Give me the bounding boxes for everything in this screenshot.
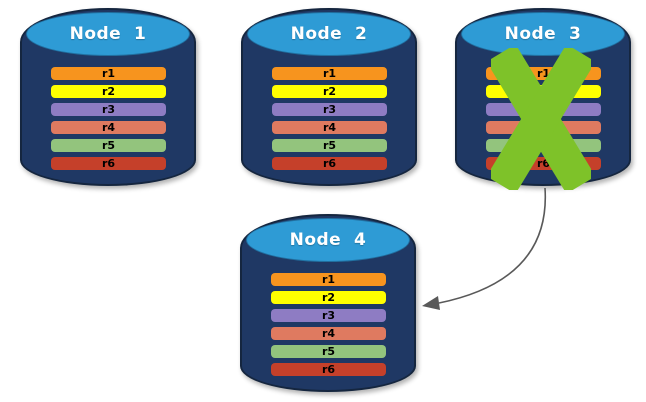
replica-bar: r4 xyxy=(271,327,386,340)
replica-label: r2 xyxy=(101,85,116,98)
replica-label: r5 xyxy=(321,345,336,358)
cylinder-top: Node 4 xyxy=(246,218,410,262)
replica-list: r1 r2 r3 r4 r5 r6 xyxy=(51,67,166,175)
replica-label: r6 xyxy=(322,157,337,170)
node-4: Node 4 r1 r2 r3 r4 r5 r6 xyxy=(240,214,416,392)
failure-x-icon xyxy=(491,48,591,190)
replica-bar: r5 xyxy=(271,345,386,358)
replica-label: r4 xyxy=(321,327,336,340)
replica-label: r3 xyxy=(322,103,337,116)
arrow-head-icon xyxy=(422,296,440,310)
replica-bar: r1 xyxy=(272,67,387,80)
replica-list: r1 r2 r3 r4 r5 r6 xyxy=(272,67,387,175)
replica-bar: r2 xyxy=(51,85,166,98)
replica-bar: r4 xyxy=(272,121,387,134)
replica-bar: r3 xyxy=(271,309,386,322)
node-title: Node 1 xyxy=(69,24,147,44)
replica-bar: r5 xyxy=(272,139,387,152)
replica-bar: r1 xyxy=(51,67,166,80)
node-title: Node 4 xyxy=(289,230,367,250)
replica-list: r1 r2 r3 r4 r5 r6 xyxy=(271,273,386,381)
replica-label: r3 xyxy=(321,309,336,322)
replica-label: r4 xyxy=(101,121,116,134)
replica-bar: r4 xyxy=(51,121,166,134)
replica-label: r1 xyxy=(322,67,337,80)
replica-bar: r5 xyxy=(51,139,166,152)
replica-label: r5 xyxy=(322,139,337,152)
replica-label: r3 xyxy=(101,103,116,116)
replica-bar: r6 xyxy=(272,157,387,170)
node-title: Node 3 xyxy=(504,24,582,44)
replica-bar: r3 xyxy=(272,103,387,116)
replica-bar: r2 xyxy=(272,85,387,98)
replica-bar: r3 xyxy=(51,103,166,116)
replica-label: r4 xyxy=(322,121,337,134)
replica-bar: r2 xyxy=(271,291,386,304)
replica-label: r1 xyxy=(321,273,336,286)
cylinder-top: Node 3 xyxy=(461,12,625,56)
replica-label: r1 xyxy=(101,67,116,80)
node-3: Node 3 r1 r2 r3 r4 r5 r6 xyxy=(455,8,631,190)
cylinder-top: Node 2 xyxy=(247,12,411,56)
replica-label: r2 xyxy=(321,291,336,304)
cylinder-top: Node 1 xyxy=(26,12,190,56)
node-2: Node 2 r1 r2 r3 r4 r5 r6 xyxy=(241,8,417,186)
replica-label: r6 xyxy=(101,157,116,170)
replica-label: r2 xyxy=(322,85,337,98)
replica-bar: r1 xyxy=(271,273,386,286)
node-title: Node 2 xyxy=(290,24,368,44)
replica-bar: r6 xyxy=(271,363,386,376)
replica-bar: r6 xyxy=(51,157,166,170)
replica-label: r5 xyxy=(101,139,116,152)
replica-label: r6 xyxy=(321,363,336,376)
node-1: Node 1 r1 r2 r3 r4 r5 r6 xyxy=(20,8,196,186)
arrow-curve xyxy=(438,187,547,304)
